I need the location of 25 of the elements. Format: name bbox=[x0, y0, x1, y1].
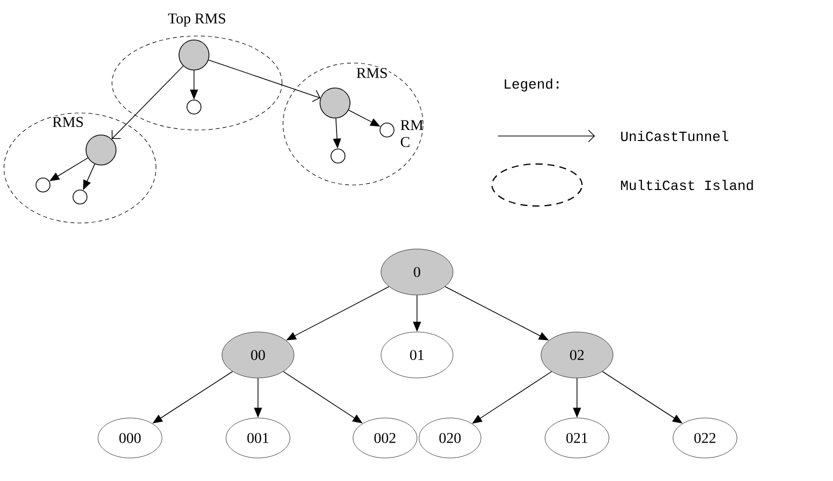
ellipse-node: 01 bbox=[380, 332, 454, 378]
arrow bbox=[112, 66, 184, 139]
circle-node bbox=[186, 100, 202, 114]
ellipse-node: 001 bbox=[226, 418, 290, 458]
circle-node bbox=[72, 190, 88, 204]
node-label: RM C bbox=[400, 120, 424, 148]
legend-label: UniCastTunnel bbox=[621, 130, 728, 142]
ellipse-node: 02 bbox=[540, 332, 614, 378]
circle-node bbox=[86, 134, 116, 166]
ellipse-node: 00 bbox=[222, 332, 294, 378]
node-label: Top RMS bbox=[168, 13, 226, 27]
circle-node bbox=[380, 122, 394, 138]
circle-node bbox=[320, 88, 350, 118]
ellipse-node: 021 bbox=[544, 418, 610, 458]
arrow bbox=[208, 60, 320, 102]
ellipse-node: 020 bbox=[418, 418, 482, 458]
ellipse-node: 0 bbox=[380, 248, 454, 296]
circle-node bbox=[330, 148, 346, 164]
circle-node bbox=[36, 178, 50, 192]
ellipse-node: 000 bbox=[98, 418, 162, 458]
ellipse-node: 022 bbox=[672, 418, 738, 458]
legend-title: Legend: bbox=[504, 78, 558, 92]
ellipse-node: 002 bbox=[352, 418, 418, 458]
circle-node bbox=[178, 40, 210, 70]
legend-label: MultiCast Island bbox=[621, 180, 753, 190]
